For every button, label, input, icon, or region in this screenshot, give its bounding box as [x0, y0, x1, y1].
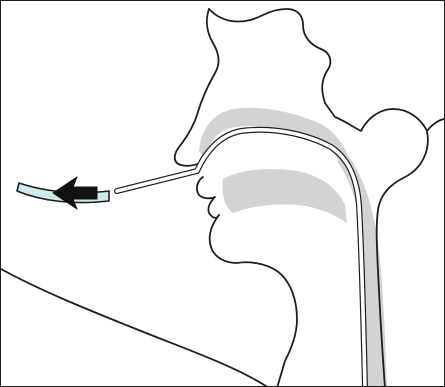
- left-arrow-icon: [53, 177, 97, 209]
- nasal-tube-outer: [117, 130, 365, 387]
- oral-cavity-shading: [222, 169, 347, 223]
- forehead-nose-outline: [175, 9, 219, 166]
- chin-neck-outline: [210, 215, 297, 387]
- nasal-tube-inner: [117, 130, 365, 387]
- shoulder-outline: [1, 269, 269, 387]
- lips-outline: [197, 177, 219, 218]
